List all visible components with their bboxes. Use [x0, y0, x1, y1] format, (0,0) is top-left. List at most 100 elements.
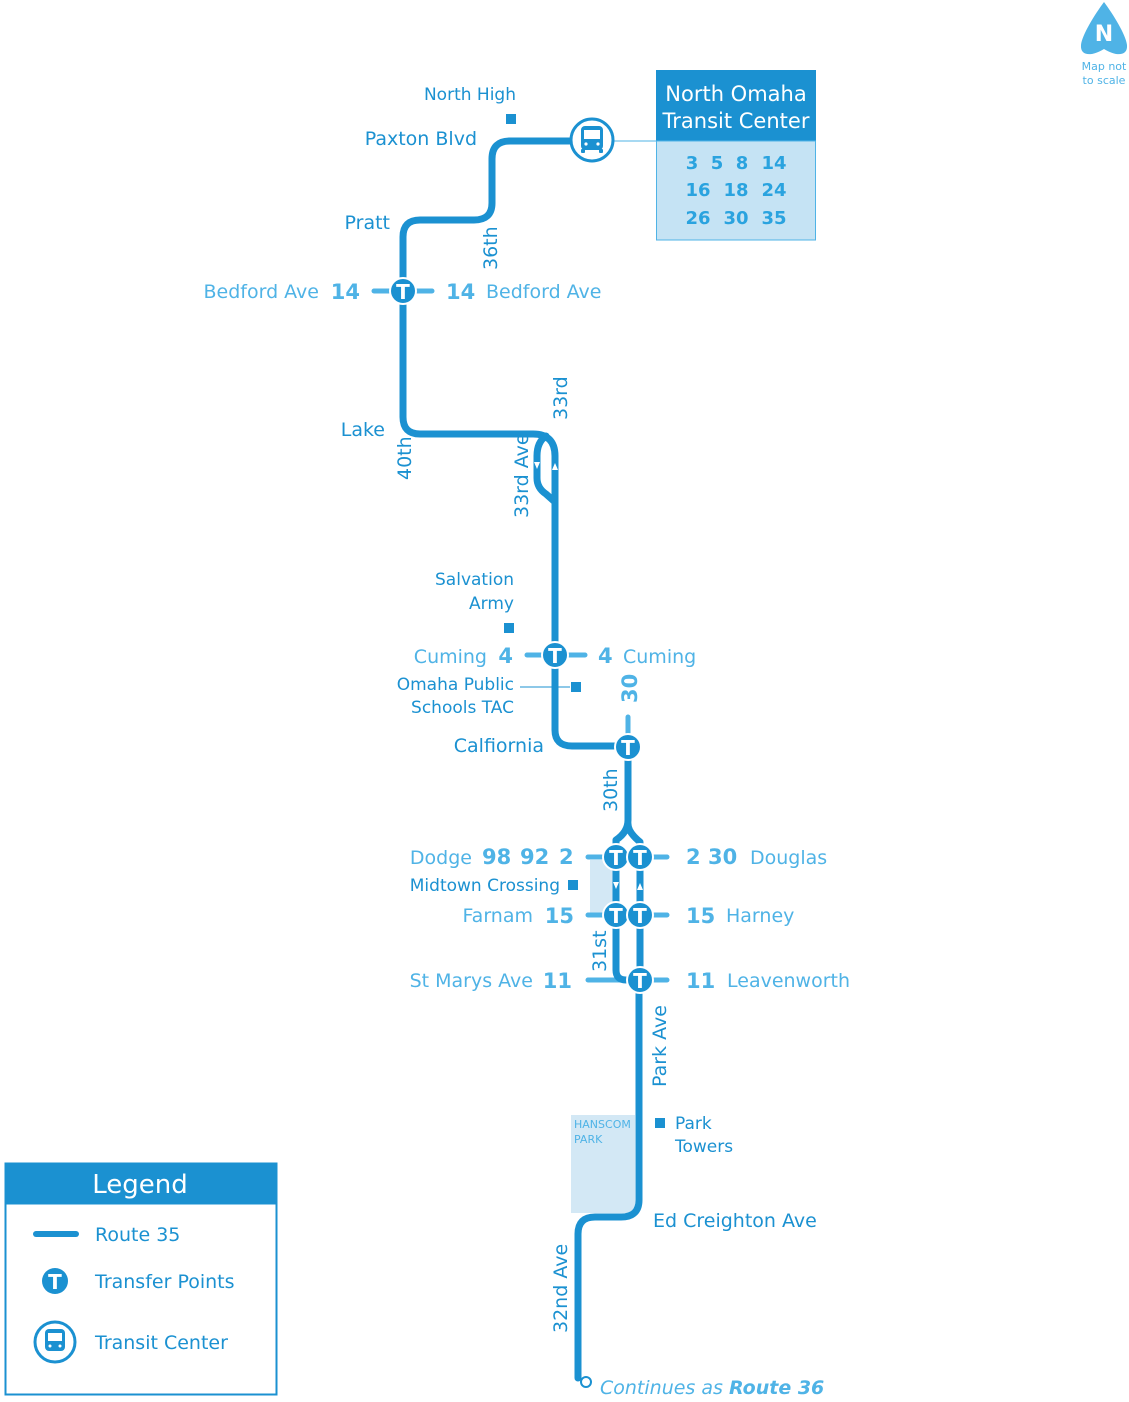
leavenworth-route: 11	[686, 969, 715, 993]
park-towers-line2: Towers	[674, 1137, 733, 1157]
tc-route-30: 30	[723, 208, 748, 229]
salvation-label-line1: Salvation	[435, 570, 514, 590]
paxton-label: Paxton Blvd	[365, 128, 477, 150]
continues-label: Continues as Route 36	[600, 1377, 824, 1399]
tc-route-14: 14	[761, 153, 786, 174]
tc-routes-panel	[656, 140, 816, 241]
transfer-icon: T	[609, 846, 623, 870]
hanscom-park: HANSCOM PARK	[571, 1115, 635, 1213]
ed-creighton-label: Ed Creighton Ave	[653, 1210, 817, 1232]
bus-icon	[581, 126, 603, 153]
tc-header	[656, 70, 816, 141]
north-high-marker	[506, 114, 516, 124]
douglas-label: Douglas	[750, 847, 827, 869]
legend-route-label: Route 35	[95, 1224, 180, 1246]
route30-label: 30	[618, 674, 642, 703]
route-33rd-ave-loop	[533, 432, 559, 506]
park-ave-label: Park Ave	[649, 1005, 671, 1087]
32nd-ave-label: 32nd Ave	[550, 1244, 572, 1333]
transfer-icon: T	[633, 846, 647, 870]
north-arrow-icon	[1080, 2, 1128, 55]
st-marys-label: St Marys Ave	[410, 970, 533, 992]
tc-route-5: 5	[711, 153, 724, 174]
transfer-california: T	[614, 733, 642, 761]
30th-label: 30th	[600, 768, 622, 812]
legend-transfer-icon	[42, 1268, 68, 1294]
transfer-points: T T T T T T T T	[389, 277, 654, 994]
legend-title: Legend	[92, 1170, 188, 1200]
continues-prefix: Continues as	[600, 1377, 729, 1399]
33rd-label: 33rd	[550, 376, 572, 420]
bedford-right-route: 14	[446, 280, 475, 304]
transfer-leavenworth: T	[626, 966, 654, 994]
leavenworth-label: Leavenworth	[727, 970, 850, 992]
cuming-left-route: 4	[498, 644, 513, 668]
tc-title-line1: North Omaha	[665, 82, 806, 106]
transfer-icon: T	[609, 904, 623, 928]
transit-center-stop	[569, 117, 615, 163]
transfer-bedford: T	[389, 277, 417, 305]
direction-arrows	[534, 462, 643, 890]
tc-route-24: 24	[761, 180, 786, 201]
route-30th-branch	[624, 820, 644, 984]
dodge-label: Dodge	[410, 847, 472, 869]
route-35-line	[399, 137, 644, 1382]
tc-route-8: 8	[736, 153, 749, 174]
transfer-icon: T	[396, 280, 410, 304]
midtown-label: Midtown Crossing	[410, 876, 560, 896]
scale-note-line2: to scale	[1083, 74, 1126, 87]
cuming-left-label: Cuming	[414, 646, 487, 668]
lake-label: Lake	[341, 419, 385, 441]
bedford-left-route: 14	[331, 280, 360, 304]
cuming-right-label: Cuming	[623, 646, 696, 668]
place-markers	[504, 114, 665, 1128]
tc-route-18: 18	[723, 180, 748, 201]
transfer-icon: T	[633, 904, 647, 928]
legend-header	[5, 1163, 277, 1205]
salvation-army-marker	[504, 623, 514, 633]
tc-title-line2: Transit Center	[662, 109, 810, 133]
dodge-route-98: 98	[482, 845, 511, 869]
st-marys-route: 11	[543, 969, 572, 993]
park-label-line2: PARK	[574, 1133, 603, 1146]
douglas-route-30: 30	[708, 845, 737, 869]
harney-route: 15	[686, 904, 715, 928]
park-towers-marker	[655, 1118, 665, 1128]
transfer-farnam: T	[602, 901, 630, 929]
arrow-down-icon	[613, 882, 619, 889]
bedford-left-label: Bedford Ave	[204, 281, 320, 303]
bedford-right-label: Bedford Ave	[486, 281, 602, 303]
tc-route-35: 35	[761, 208, 786, 229]
north-high-label: North High	[424, 85, 516, 105]
transfer-cuming: T	[541, 641, 569, 669]
farnam-route: 15	[545, 904, 574, 928]
pratt-label: Pratt	[345, 212, 390, 234]
park-area	[571, 1115, 635, 1213]
transfer-dodge: T	[602, 843, 630, 871]
legend-transfer-label: Transfer Points	[94, 1271, 235, 1293]
tc-route-26: 26	[685, 208, 710, 229]
california-label: Calfiornia	[454, 735, 544, 757]
ops-label-line2: Schools TAC	[411, 698, 514, 718]
route-main-path	[399, 137, 643, 1382]
arrow-up-icon	[637, 883, 643, 890]
transfer-icon: T	[621, 736, 635, 760]
transfer-harney: T	[626, 901, 654, 929]
tc-route-16: 16	[685, 180, 710, 201]
tc-route-3: 3	[686, 153, 699, 174]
transfer-douglas: T	[626, 843, 654, 871]
farnam-label: Farnam	[463, 905, 534, 927]
compass-letter: N	[1095, 22, 1113, 47]
douglas-route-2: 2	[686, 845, 701, 869]
31st-label: 31st	[589, 930, 611, 972]
scale-note-line1: Map not	[1082, 60, 1127, 73]
40th-label: 40th	[394, 436, 416, 480]
cuming-right-route: 4	[598, 644, 613, 668]
arrow-down-icon	[534, 462, 540, 469]
route-end-marker	[580, 1376, 592, 1388]
dodge-route-92: 92	[520, 845, 549, 869]
legend-transit-label: Transit Center	[94, 1332, 228, 1354]
legend: Legend Route 35 T Transfer Points Transi…	[4, 1162, 278, 1396]
ops-label-line1: Omaha Public	[397, 675, 514, 695]
